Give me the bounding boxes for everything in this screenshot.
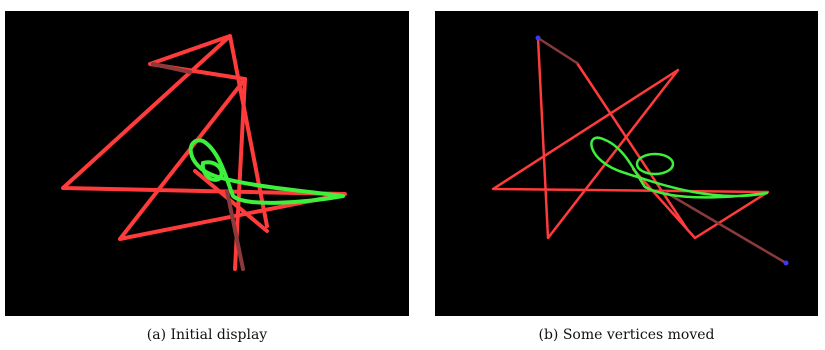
control-polygon-back-edges [151, 62, 245, 271]
initial-scene [61, 34, 347, 271]
spline-curve-path [590, 136, 769, 199]
back-edge [225, 189, 245, 271]
control-polygon [491, 36, 770, 240]
control-polygon-edges [61, 34, 347, 241]
moved-vertex-marker[interactable] [535, 35, 541, 41]
back-edge [663, 190, 788, 265]
moved-vertex-marker[interactable] [783, 260, 789, 266]
caption-some-vertices-moved: (b) Some vertices moved [538, 327, 715, 343]
control-polygon [61, 34, 347, 271]
back-edge [151, 62, 192, 74]
spline-curve-loop [635, 152, 675, 176]
render-view-initial [5, 11, 409, 316]
spline-curve [590, 136, 769, 199]
spline-curve-path [188, 138, 345, 205]
caption-initial-display: (a) Initial display [146, 327, 268, 343]
spline-curve [188, 138, 345, 205]
control-polygon-edge [575, 61, 689, 231]
moved-scene [491, 35, 789, 266]
control-polygon-edges [491, 36, 770, 240]
back-edge [536, 36, 579, 65]
control-polygon-back-edges [536, 36, 788, 265]
spline-curve-loop [200, 160, 224, 182]
render-view-moved [435, 11, 818, 316]
